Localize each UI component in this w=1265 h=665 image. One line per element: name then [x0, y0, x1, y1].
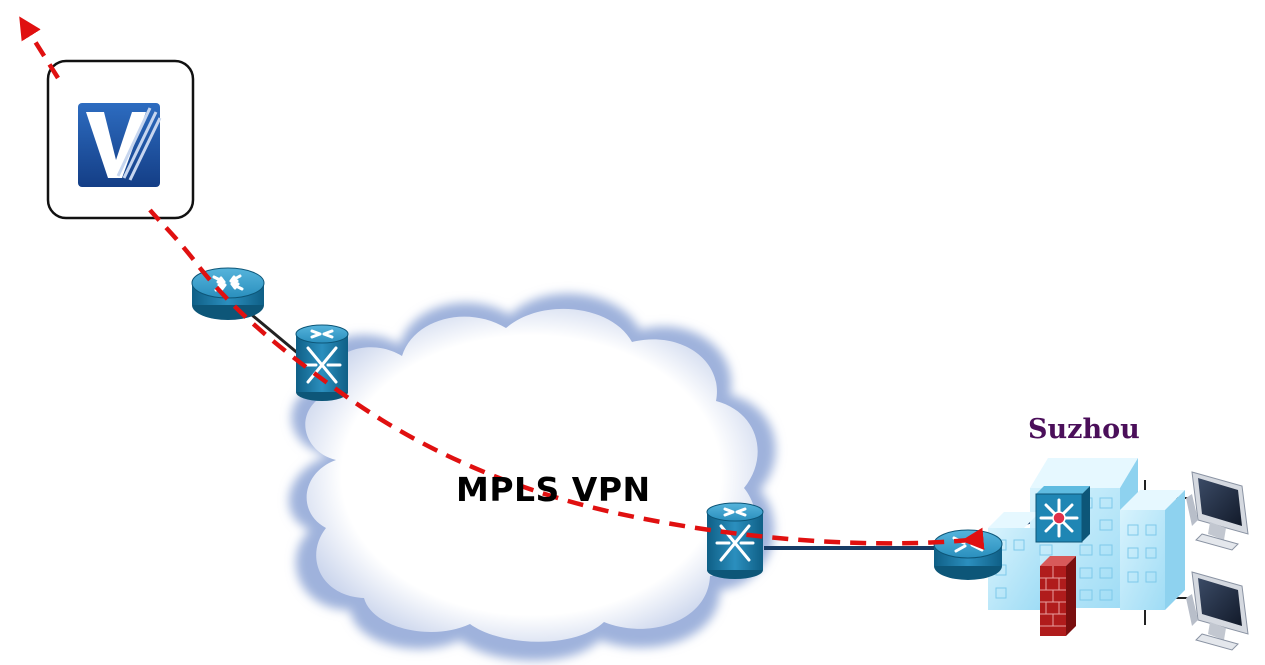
- logo-icon: V: [78, 103, 162, 187]
- mpls-cloud: [288, 293, 776, 661]
- router-icon[interactable]: [191, 267, 265, 320]
- logo-node[interactable]: V: [0, 0, 195, 220]
- firewall-icon[interactable]: [1040, 556, 1076, 636]
- atm-switch-icon[interactable]: [295, 324, 349, 401]
- site-label-suzhou: Suzhou: [1028, 414, 1140, 445]
- cloud-label: MPLS VPN: [456, 470, 651, 509]
- l3-switch-icon[interactable]: [1035, 486, 1090, 543]
- workstation-icon[interactable]: [1186, 471, 1249, 551]
- atm-switch-icon[interactable]: [706, 502, 764, 579]
- workstation-icon[interactable]: [1186, 571, 1249, 651]
- router-icon[interactable]: [933, 529, 1003, 580]
- route-path: [19, 16, 985, 551]
